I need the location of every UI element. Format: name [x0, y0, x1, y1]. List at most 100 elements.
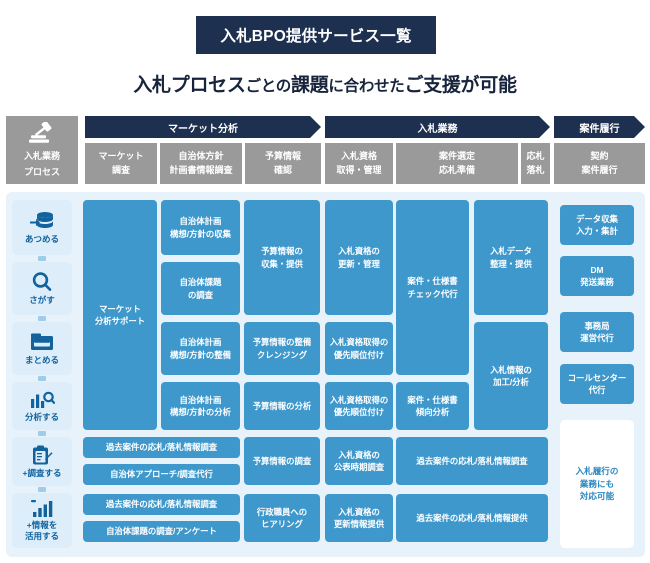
step-line1: 契約 — [590, 151, 609, 162]
cell-line1: 入札情報の — [490, 364, 532, 375]
subtitle-part-3: 課題 — [291, 75, 329, 96]
cell-past-bid-survey-row5[interactable]: 過去案件の応札/落札情報調査 — [83, 437, 240, 458]
cell-line1: DM — [590, 264, 604, 275]
cell-past-bid-survey-wide[interactable]: 過去案件の応札/落札情報調査 — [396, 437, 548, 485]
cell-line1: コールセンター — [567, 372, 627, 383]
sidebar-connector — [38, 316, 46, 321]
process-row-header: 入札業務 プロセス — [6, 116, 78, 184]
cell-line1: 入札資格の — [338, 506, 380, 517]
page-title: 入札BPO提供サービス一覧 — [220, 28, 412, 45]
cell-label: 過去案件の応札/落札情報調査 — [105, 499, 218, 510]
sidebar-item-label: まとめる — [24, 354, 59, 365]
step-line2: 取得・管理 — [336, 164, 382, 175]
step-line2: 確認 — [273, 164, 292, 175]
cell-line2: 構想/方針の分析 — [170, 407, 231, 417]
step-line2: 案件履行 — [581, 164, 618, 175]
cell-secretariat-operation[interactable]: 事務局運営代行 — [560, 312, 634, 352]
cell-line2: 傾向分析 — [415, 407, 450, 417]
cell-municipal-issue-survey[interactable]: 自治体課題の調査 — [161, 262, 240, 315]
sidebar-item-chousasuru[interactable]: +調査する — [12, 437, 72, 486]
cell-government-staff-hearing[interactable]: 行政職員へのヒアリング — [244, 494, 320, 542]
cell-dm-dispatch[interactable]: DM 発送業務 — [560, 256, 634, 296]
search-icon — [30, 271, 54, 293]
cell-line2: 入力・集計 — [576, 226, 618, 236]
cell-line2: 更新情報提供 — [333, 519, 385, 529]
cell-call-center-agency[interactable]: コールセンター代行 — [560, 364, 634, 404]
cell-line2: 構想/方針の収集 — [170, 228, 231, 239]
sidebar-item-bunsekisuru[interactable]: 分析する — [12, 382, 72, 430]
cell-spec-check-agency[interactable]: 案件・仕様書チェック代行 — [396, 200, 469, 375]
cell-line1: 自治体計画 — [179, 216, 222, 227]
cell-line2: ヒアリング — [261, 519, 303, 529]
cell-municipal-plan-analyze[interactable]: 自治体計画構想/方針の分析 — [161, 382, 240, 430]
cell-line1: マーケット — [99, 303, 141, 314]
cell-budget-info-cleansing[interactable]: 予算情報の整備クレンジング — [244, 322, 320, 375]
cell-qualification-priority-2[interactable]: 入札資格取得の優先順位付け — [325, 382, 393, 430]
cell-line2: 整理・提供 — [490, 258, 532, 269]
cell-bid-info-processing[interactable]: 入札情報の加工/分析 — [474, 322, 548, 430]
cell-past-bid-info-provision[interactable]: 過去案件の応札/落札情報提供 — [396, 494, 548, 542]
step-line1: 案件選定 — [438, 151, 475, 162]
cell-market-analysis-support[interactable]: マーケット分析サポート — [83, 200, 157, 430]
cell-municipal-plan-arrange[interactable]: 自治体計画構想/方針の整備 — [161, 322, 240, 375]
sidebar-label-line2: 活用する — [24, 531, 59, 541]
sidebar-connector — [38, 431, 46, 436]
cell-municipal-issue-questionnaire[interactable]: 自治体課題の調査/アンケート — [83, 521, 240, 542]
sidebar-item-atsumeru[interactable]: あつめる — [12, 200, 72, 255]
process-step-contract: 契約案件履行 — [554, 143, 645, 184]
cell-line1: 自治体計画 — [179, 394, 222, 405]
phase-arrow-bidding-operations: 入札業務 — [325, 116, 550, 138]
clipboard-pencil-icon — [31, 445, 53, 466]
cell-line1: 予算情報の整備 — [252, 337, 312, 348]
cell-qualification-update[interactable]: 入札資格の更新・管理 — [325, 200, 393, 315]
phase-label: マーケット分析 — [168, 123, 238, 135]
cell-qualification-announcement-timing[interactable]: 入札資格の公表時期調査 — [325, 437, 393, 485]
cell-line2: 分析サポート — [94, 316, 146, 326]
cell-budget-info-collect[interactable]: 予算情報の収集・提供 — [244, 200, 320, 315]
cell-line2: 構想/方針の整備 — [170, 349, 231, 360]
step-line2: 応札準備 — [438, 164, 475, 175]
phase-arrow-contract-execution: 案件履行 — [554, 116, 645, 138]
cell-label: 過去案件の応札/落札情報提供 — [416, 512, 528, 523]
cell-label: 自治体課題の調査/アンケート — [106, 526, 217, 537]
chart-search-icon — [29, 390, 55, 410]
step-line1: マーケット — [98, 151, 144, 162]
sidebar-item-label: さがす — [29, 295, 55, 306]
cell-qualification-priority[interactable]: 入札資格取得の優先順位付け — [325, 322, 393, 375]
bar-chart-icon — [30, 499, 54, 518]
sidebar-item-sagasu[interactable]: さがす — [12, 262, 72, 315]
cell-municipal-approach-survey[interactable]: 自治体アプローチ/調査代行 — [83, 464, 240, 485]
cell-municipal-plan-collect[interactable]: 自治体計画構想/方針の収集 — [161, 200, 240, 255]
cell-label: 自治体アプローチ/調査代行 — [110, 469, 213, 480]
sidebar-connector — [38, 256, 46, 261]
cell-label: 予算情報の調査 — [252, 455, 312, 466]
cell-bid-data-organize[interactable]: 入札データ整理・提供 — [474, 200, 548, 315]
cell-data-collection-entry[interactable]: データ収集入力・集計 — [560, 205, 634, 245]
cell-qualification-update-info[interactable]: 入札資格の更新情報提供 — [325, 494, 393, 542]
subtitle-part-1: 入札プロセス — [133, 75, 246, 96]
cell-past-bid-survey-row6[interactable]: 過去案件の応札/落札情報調査 — [83, 494, 240, 515]
cell-budget-info-analyze[interactable]: 予算情報の分析 — [244, 382, 320, 430]
step-line2: 落札 — [526, 164, 545, 175]
cell-line2: 代行 — [588, 385, 606, 395]
sidebar-item-jouhou-katsuyou[interactable]: +情報を活用する — [12, 493, 72, 548]
step-line1: 自治体方針 — [178, 151, 224, 162]
process-step-project-selection: 案件選定応札準備 — [396, 143, 518, 184]
page-title-banner: 入札BPO提供サービス一覧 — [196, 16, 436, 54]
cell-budget-info-survey[interactable]: 予算情報の調査 — [244, 437, 320, 485]
cell-label: 過去案件の応札/落札情報調査 — [416, 455, 528, 466]
note-line3: 対応可能 — [579, 491, 615, 502]
phase-label: 入札業務 — [417, 123, 458, 135]
process-step-market-research: マーケット調査 — [85, 143, 157, 184]
cell-line1: 入札資格取得の — [329, 394, 389, 405]
step-line2: 調査 — [111, 164, 130, 175]
note-line2: 業務にも — [579, 478, 615, 489]
sidebar-item-matomeru[interactable]: まとめる — [12, 322, 72, 375]
cell-line2: 発送業務 — [580, 277, 614, 287]
cell-line2: 運営代行 — [580, 333, 614, 343]
cell-line1: 入札資格の — [338, 449, 380, 460]
process-step-bid-award: 応札落札 — [521, 143, 550, 184]
cell-spec-trend-analysis[interactable]: 案件・仕様書傾向分析 — [396, 382, 469, 430]
cell-line2: 公表時期調査 — [333, 462, 385, 472]
